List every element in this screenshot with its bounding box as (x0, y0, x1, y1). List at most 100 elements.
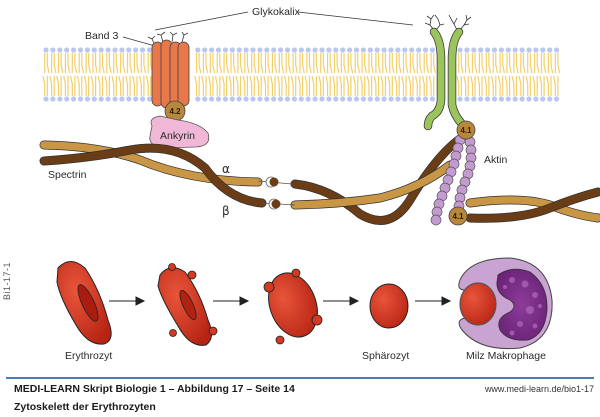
lipid-tail (540, 53, 547, 74)
lipid-head (464, 47, 470, 53)
lipid-head (71, 47, 77, 53)
rbc-stage-5-macrophage (458, 257, 553, 350)
lipid-head (126, 96, 132, 102)
lipid-head (395, 47, 401, 53)
lipid-tail (83, 75, 90, 96)
lipid-head (229, 96, 235, 102)
lipid-tail (271, 53, 278, 74)
lipid-head (540, 96, 546, 102)
lipid-head (278, 47, 284, 53)
band3-label: Band 3 (85, 30, 118, 42)
lipid-head (298, 47, 304, 53)
lipid-tail (320, 53, 326, 74)
lipid-head (491, 47, 498, 53)
lipid-tail (292, 53, 298, 74)
lipid-tail (513, 53, 519, 74)
protein-4-1-top (456, 120, 476, 140)
lipid-tail (402, 53, 409, 74)
lipid-tail (104, 75, 110, 96)
footer-url[interactable]: www.medi-learn.de/bio1-17 (484, 384, 594, 394)
spectrin-beta-mid (291, 131, 470, 225)
lipid-head (257, 96, 263, 102)
lipid-tail (214, 75, 221, 96)
lipid-head (478, 96, 484, 102)
lipid-tail (223, 53, 229, 74)
lipid-tail (64, 53, 71, 74)
lipid-tail (297, 75, 304, 96)
lipid-head (319, 96, 325, 102)
lipid-head (209, 96, 215, 102)
lipid-tail (132, 75, 138, 96)
lipid-head (471, 47, 477, 53)
lipid-head (498, 47, 504, 53)
lipid-head (195, 47, 201, 53)
spectrin-alpha-mid (291, 161, 454, 209)
lipid-tail (352, 75, 359, 96)
lipid-head (402, 96, 408, 102)
lipid-head (57, 96, 63, 102)
protein-4-2-label: 4.2 (169, 107, 181, 116)
lipid-head (284, 96, 291, 102)
lipid-tail (421, 75, 428, 96)
band3-protein (147, 31, 190, 109)
lipid-head (140, 47, 146, 53)
lipid-tail (518, 75, 524, 96)
lipid-head (43, 96, 49, 102)
lipid-head (91, 47, 97, 53)
lipid-head (533, 47, 539, 53)
lipid-head (133, 47, 139, 53)
lipid-head (526, 47, 532, 53)
lipid-tail (389, 53, 395, 74)
lipid-head (264, 47, 270, 53)
lipid-head (98, 47, 104, 53)
lipid-tail (313, 53, 319, 74)
lipid-tail (499, 53, 505, 74)
lipid-head (319, 47, 325, 53)
lipid-head (547, 96, 553, 102)
lipid-head (478, 47, 484, 53)
lipid-tail (51, 53, 57, 74)
lipid-tail (428, 75, 435, 96)
lipid-head (84, 96, 90, 102)
lipid-tail (237, 53, 243, 74)
lipid-head (395, 96, 401, 102)
lipid-head (119, 47, 125, 53)
lipid-head (243, 96, 249, 102)
lipid-head (519, 96, 525, 102)
macrophage-nucleus (496, 268, 548, 341)
lipid-tail (506, 53, 512, 74)
lipid-head (57, 47, 63, 53)
lipid-tail (366, 75, 373, 96)
lipid-head (298, 96, 304, 102)
lipid-tail (318, 75, 324, 96)
lipid-tail (511, 75, 518, 96)
lipid-tail (430, 53, 436, 74)
lipid-tail (63, 75, 69, 96)
lipid-head (209, 47, 215, 53)
footer-title: MEDI-LEARN Skript Biologie 1 – Abbildung… (14, 383, 295, 395)
spectrin-head-junction (257, 176, 296, 210)
lipid-tail (283, 75, 290, 96)
lipid-head (146, 96, 153, 102)
lipid-tail (56, 75, 62, 96)
alpha-label: α (222, 162, 230, 176)
lipid-head (64, 47, 70, 53)
lipid-head (195, 96, 201, 102)
lipid-tail (201, 75, 207, 96)
lipid-tail (120, 53, 126, 74)
lipid-head (485, 47, 491, 53)
lipid-tail (396, 53, 402, 74)
lipid-head (140, 96, 146, 102)
lipid-tail (458, 53, 464, 74)
lipid-tail (139, 75, 145, 96)
lipid-tail (285, 53, 292, 74)
lipid-tail (332, 75, 338, 96)
lipid-head (236, 96, 242, 102)
lipid-tail (346, 75, 352, 96)
lipid-head (429, 47, 435, 53)
lipid-head (326, 47, 332, 53)
lipid-tail (228, 75, 235, 96)
lipid-tail (202, 53, 209, 74)
lipid-tail (42, 75, 48, 96)
lipid-tail (49, 75, 55, 96)
